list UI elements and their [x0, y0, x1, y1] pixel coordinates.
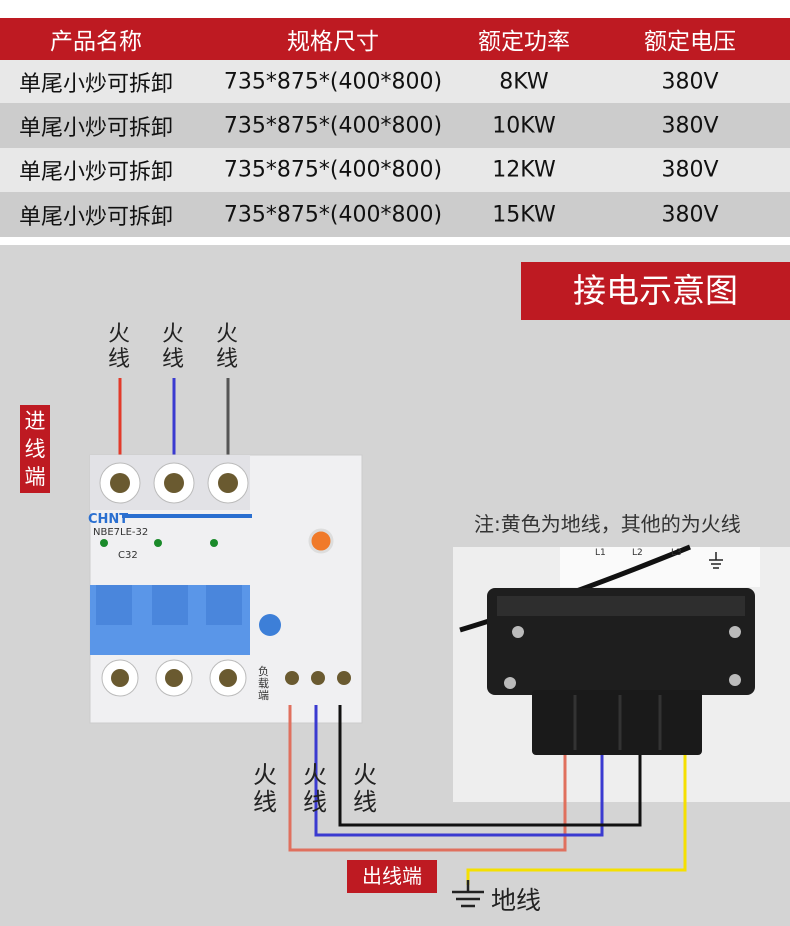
- cell-size: 735*875*(400*800): [223, 202, 443, 227]
- output-wire-blue: [314, 705, 604, 837]
- cell-name: 单尾小炒可拆卸: [18, 71, 174, 97]
- table-row: 单尾小炒可拆卸 735*875*(400*800) 10KW 380V: [0, 103, 790, 148]
- terminal-label-l3: L3: [671, 548, 682, 558]
- cell-size: 735*875*(400*800): [223, 113, 443, 138]
- terminal-label-l1: L1: [595, 548, 606, 558]
- breaker-load-label: 负载端: [258, 665, 269, 702]
- ground-wire-yellow: [466, 755, 687, 885]
- breaker-rating: C32: [118, 550, 138, 561]
- cell-voltage: 380V: [661, 157, 719, 183]
- diagram-title: 接电示意图: [521, 262, 790, 320]
- ground-icon: [452, 880, 484, 908]
- table-row: 单尾小炒可拆卸 735*875*(400*800) 12KW 380V: [0, 148, 790, 192]
- cell-power: 12KW: [492, 157, 556, 183]
- header-power: 额定功率: [478, 29, 570, 55]
- ground-wire-label: 地线: [491, 886, 542, 915]
- cell-name: 单尾小炒可拆卸: [18, 115, 174, 141]
- cell-voltage: 380V: [661, 202, 719, 227]
- table-row: 单尾小炒可拆卸 735*875*(400*800) 8KW 380V: [0, 60, 790, 103]
- breaker-brand: CHNT: [88, 512, 129, 527]
- breaker-model: NBE7LE-32: [93, 527, 149, 538]
- output-live-label-2: 火线: [303, 761, 327, 816]
- cell-power: 10KW: [492, 113, 556, 138]
- cell-voltage: 380V: [661, 69, 719, 94]
- terminal-label-l2: L2: [632, 548, 643, 558]
- input-live-label-2: 火线: [161, 322, 184, 372]
- table-header: 产品名称 规格尺寸 额定功率 额定电压: [0, 18, 790, 60]
- output-wire-red: [288, 705, 567, 852]
- output-live-label-1: 火线: [253, 761, 277, 816]
- cell-name: 单尾小炒可拆卸: [18, 204, 174, 230]
- input-live-label-3: 火线: [215, 322, 238, 372]
- output-wire-black: [338, 705, 642, 827]
- terminal-sockets: [532, 690, 702, 755]
- ground-symbol-small: [709, 552, 723, 569]
- cell-size: 735*875*(400*800): [223, 69, 443, 94]
- reset-button: [259, 614, 281, 636]
- wiring-note: 注:黄色为地线，其他的为火线: [474, 512, 741, 536]
- header-size: 规格尺寸: [287, 29, 379, 55]
- header-name: 产品名称: [50, 29, 142, 55]
- input-live-label-1: 火线: [107, 322, 130, 372]
- cell-size: 735*875*(400*800): [223, 157, 443, 183]
- input-end-label: 进线端: [20, 405, 50, 493]
- cell-name: 单尾小炒可拆卸: [18, 160, 174, 185]
- cell-power: 8KW: [499, 69, 549, 94]
- cell-power: 15KW: [492, 202, 556, 227]
- cell-voltage: 380V: [661, 113, 719, 138]
- output-end-label: 出线端: [347, 860, 437, 893]
- header-voltage: 额定电压: [644, 29, 736, 55]
- test-button: [308, 528, 334, 554]
- table-row: 单尾小炒可拆卸 735*875*(400*800) 15KW 380V: [0, 192, 790, 237]
- output-live-label-3: 火线: [353, 761, 377, 816]
